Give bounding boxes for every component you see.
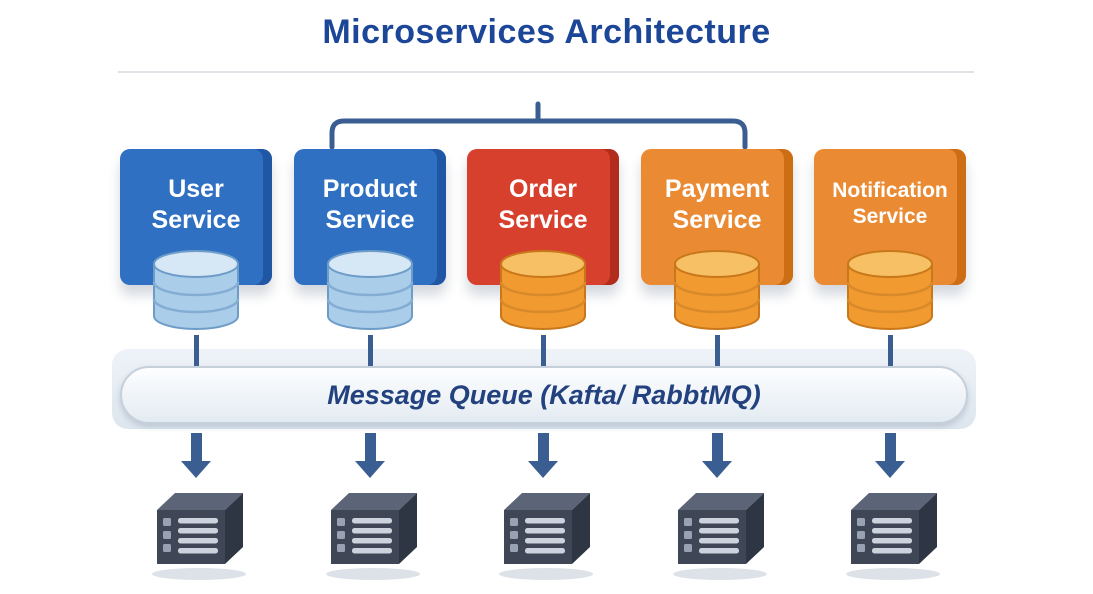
service-label-payment: Payment Service bbox=[641, 174, 793, 235]
arrow-shaft bbox=[884, 433, 896, 461]
service-label-product: Product Service bbox=[294, 174, 446, 235]
arrow-head bbox=[528, 461, 558, 478]
database-icon-product bbox=[324, 249, 416, 335]
service-name-line2: Service bbox=[852, 204, 928, 228]
arrow-head bbox=[875, 461, 905, 478]
arrow-shaft bbox=[364, 433, 376, 461]
service-column-notification: Notification Service bbox=[814, 149, 966, 371]
queue-connector-order bbox=[540, 335, 546, 369]
service-column-payment: Payment Service bbox=[641, 149, 793, 371]
down-arrow-icon-user bbox=[181, 433, 211, 478]
server-icon-user bbox=[141, 486, 251, 581]
arrow-shaft bbox=[537, 433, 549, 461]
database-icon-payment bbox=[671, 249, 763, 335]
database-icon-user bbox=[150, 249, 242, 335]
queue-connector-payment bbox=[714, 335, 720, 369]
queue-connector-notification bbox=[887, 335, 893, 369]
service-name-line1: Order bbox=[508, 175, 578, 203]
title-divider bbox=[118, 71, 974, 73]
queue-connector-product bbox=[367, 335, 373, 369]
down-arrow-icon-order bbox=[528, 433, 558, 478]
service-column-user: User Service bbox=[120, 149, 272, 371]
arrow-head bbox=[702, 461, 732, 478]
service-name-line2: Service bbox=[672, 205, 762, 234]
down-arrow-icon-notification bbox=[875, 433, 905, 478]
service-label-order: Order Service bbox=[467, 174, 619, 235]
server-icon-order bbox=[488, 486, 598, 581]
message-queue-label: Message Queue (Kafta/ RabbtMQ) bbox=[327, 379, 761, 410]
down-arrow-icon-product bbox=[355, 433, 385, 478]
service-label-notification: Notification Service bbox=[814, 178, 966, 229]
arrow-shaft bbox=[190, 433, 202, 461]
database-icon-order bbox=[497, 249, 589, 335]
service-column-order: Order Service bbox=[467, 149, 619, 371]
service-name-line2: Service bbox=[151, 205, 241, 234]
service-column-product: Product Service bbox=[294, 149, 446, 371]
server-icon-payment bbox=[662, 486, 772, 581]
service-name-line1: Notification bbox=[832, 179, 948, 202]
database-icon-notification bbox=[844, 249, 936, 335]
service-name-line1: User bbox=[168, 175, 224, 203]
service-name-line1: Product bbox=[322, 175, 418, 203]
arrow-shaft bbox=[711, 433, 723, 461]
message-queue-bar: Message Queue (Kafta/ RabbtMQ) bbox=[120, 366, 968, 424]
down-arrow-icon-payment bbox=[702, 433, 732, 478]
arrow-head bbox=[181, 461, 211, 478]
diagram-title: Microservices Architecture bbox=[322, 13, 771, 51]
queue-connector-user bbox=[193, 335, 199, 369]
server-icon-product bbox=[315, 486, 425, 581]
service-name-line2: Service bbox=[325, 205, 415, 234]
service-name-line2: Service bbox=[498, 205, 588, 234]
service-name-line1: Payment bbox=[664, 175, 770, 203]
arrow-head bbox=[355, 461, 385, 478]
server-icon-notification bbox=[835, 486, 945, 581]
service-label-user: User Service bbox=[120, 174, 272, 235]
